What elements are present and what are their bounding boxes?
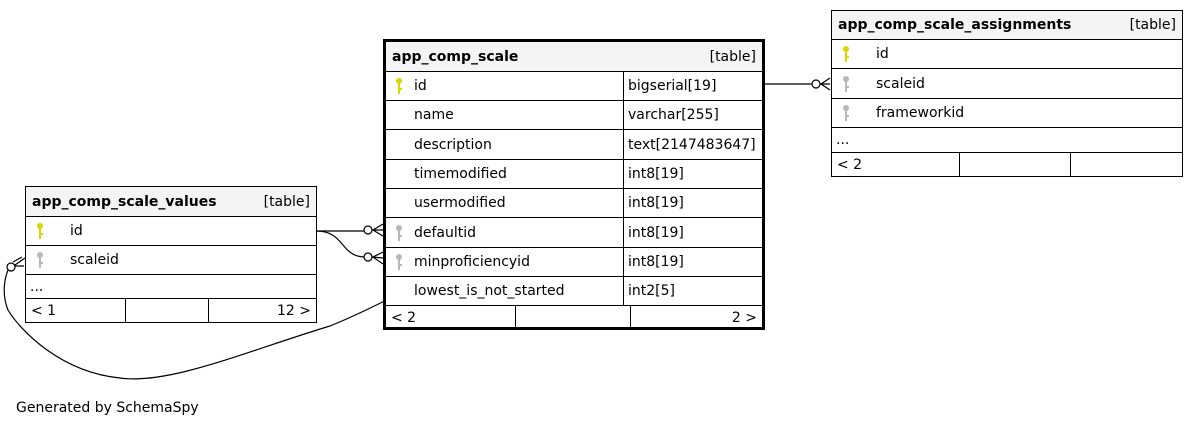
column-type: int2[5]	[628, 283, 675, 299]
table-footer: < 2	[832, 153, 1182, 176]
column-name: usermodified	[412, 189, 624, 217]
key-spacer	[386, 160, 412, 188]
children-link[interactable]	[1071, 153, 1182, 176]
column-name: minproficiencyid	[412, 248, 624, 276]
more-columns: ...	[26, 275, 316, 299]
table-header: app_comp_scale_values [table]	[26, 187, 316, 217]
table-footer: < 2 2 >	[386, 306, 762, 330]
parents-link[interactable]: < 1	[26, 299, 126, 322]
table-footer: < 1 12 >	[26, 299, 316, 322]
table-kind: [table]	[709, 48, 756, 65]
column-name: scaleid	[876, 75, 925, 92]
column-type: text[2147483647]	[628, 136, 756, 153]
column-name: name	[412, 101, 624, 129]
key-spacer	[386, 130, 412, 159]
key-spacer	[386, 189, 412, 217]
column-name: lowest_is_not_started	[412, 277, 624, 305]
column-type: varchar[255]	[628, 107, 719, 123]
table-name[interactable]: app_comp_scale	[392, 48, 519, 65]
primary-key-icon	[832, 40, 860, 68]
footer-spacer	[516, 306, 631, 330]
table-name[interactable]: app_comp_scale_values	[32, 193, 217, 210]
column-row[interactable]: frameworkid	[832, 99, 1182, 128]
primary-key-icon	[26, 217, 54, 245]
column-type: int8[19]	[628, 195, 684, 211]
table-name[interactable]: app_comp_scale_assignments	[838, 17, 1072, 33]
table-kind: [table]	[1129, 17, 1176, 33]
table-kind: [table]	[263, 193, 310, 210]
column-row[interactable]: id	[26, 217, 316, 246]
column-name: scaleid	[70, 252, 119, 268]
column-name: timemodified	[412, 160, 624, 188]
table-header: app_comp_scale_assignments [table]	[832, 11, 1182, 40]
column-name: frameworkid	[876, 105, 965, 121]
column-row[interactable]: id	[832, 40, 1182, 69]
foreign-key-icon	[386, 248, 412, 276]
table-header: app_comp_scale [table]	[386, 42, 762, 72]
foreign-key-icon	[386, 218, 412, 247]
column-name: defaultid	[412, 218, 624, 247]
column-type: int8[19]	[628, 254, 684, 270]
parents-link[interactable]: < 2	[832, 153, 960, 176]
edge-values-to-scale-minproficiencyid	[315, 230, 365, 258]
footer-spacer	[126, 299, 209, 322]
column-row[interactable]: scaleid	[832, 69, 1182, 99]
children-link[interactable]: 2 >	[731, 310, 757, 326]
table-app-comp-scale-assignments[interactable]: app_comp_scale_assignments [table] id scal…	[831, 10, 1183, 177]
column-type: bigserial[19]	[628, 78, 717, 94]
column-type: int8[19]	[628, 166, 684, 182]
column-name: description	[412, 130, 624, 159]
column-row[interactable]: scaleid	[26, 246, 316, 275]
parents-link[interactable]: < 2	[386, 306, 516, 330]
column-type: int8[19]	[628, 224, 684, 241]
foreign-key-icon	[26, 246, 54, 274]
column-name: id	[412, 72, 624, 100]
foreign-key-icon	[832, 99, 860, 127]
column-name: id	[876, 46, 889, 62]
column-name: id	[70, 223, 83, 239]
key-spacer	[386, 277, 412, 305]
more-columns: ...	[832, 128, 1182, 153]
primary-key-icon	[386, 72, 412, 100]
footer-spacer	[960, 153, 1071, 176]
generated-by-label: Generated by SchemaSpy	[16, 400, 199, 416]
children-link[interactable]: 12 >	[277, 302, 311, 319]
table-app-comp-scale-values[interactable]: app_comp_scale_values [table] id scaleid .…	[25, 186, 317, 323]
key-spacer	[386, 101, 412, 129]
foreign-key-icon	[832, 69, 860, 98]
